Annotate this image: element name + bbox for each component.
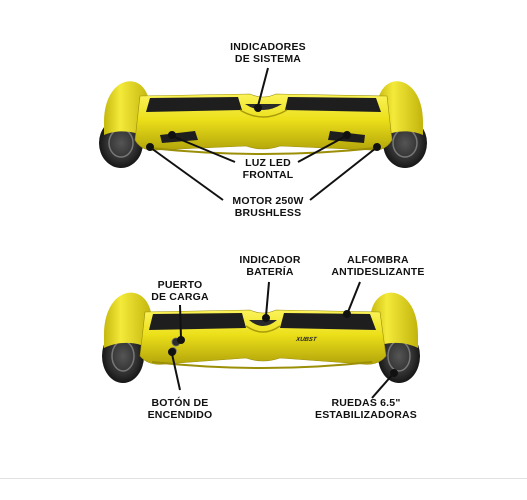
label-anti-slip-mat: ALFOMBRA ANTIDESLIZANTE [322, 254, 434, 278]
label-line: PUERTO [157, 279, 203, 291]
label-line: ESTABILIZADORAS [315, 409, 417, 421]
label-line: INDICADOR [239, 254, 301, 266]
label-line: RUEDAS 6.5" [331, 397, 401, 409]
label-line: ANTIDESLIZANTE [331, 266, 425, 278]
label-motor: MOTOR 250W BRUSHLESS [222, 195, 314, 219]
label-line: DE CARGA [151, 291, 209, 303]
top-hoverboard [99, 81, 427, 168]
bottom-callout-lines [168, 281, 398, 399]
label-line: FRONTAL [242, 169, 294, 181]
top-right-mat [285, 97, 381, 112]
label-line: INDICADORES [230, 41, 306, 53]
brand-logo: XUBST [295, 337, 319, 343]
label-line: ALFOMBRA [347, 254, 409, 266]
label-line: BRUSHLESS [234, 207, 302, 219]
label-charge-port: PUERTO DE CARGA [143, 279, 217, 303]
divider [0, 478, 527, 479]
bottom-hoverboard: XUBST [102, 292, 420, 383]
label-line: BOTÓN DE [151, 397, 209, 409]
label-line: LUZ LED [245, 157, 291, 169]
bottom-right-mat [280, 313, 376, 330]
label-line: ENCENDIDO [147, 409, 213, 421]
label-stabilizer-wheels: RUEDAS 6.5" ESTABILIZADORAS [306, 397, 426, 421]
label-front-led: LUZ LED FRONTAL [229, 157, 307, 181]
label-line: MOTOR 250W [232, 195, 304, 207]
bottom-left-mat [149, 313, 246, 330]
top-left-mat [146, 97, 242, 112]
label-battery-indicator: INDICADOR BATERÍA [232, 254, 308, 278]
label-system-indicators: INDICADORES DE SISTEMA [226, 41, 310, 65]
bottom-left-fender [104, 292, 152, 350]
top-callout-lines [146, 67, 381, 201]
label-line: DE SISTEMA [234, 53, 302, 65]
label-line: BATERÍA [246, 266, 294, 278]
label-power-button: BOTÓN DE ENCENDIDO [138, 397, 222, 421]
